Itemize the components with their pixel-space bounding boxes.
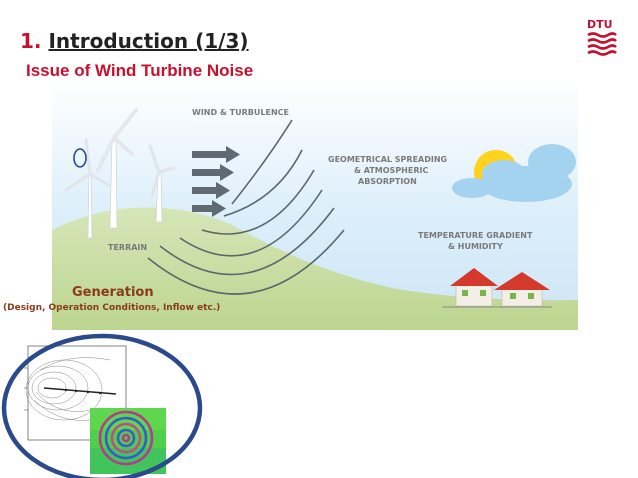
terrain-hill <box>52 207 578 330</box>
slide-number: 1. <box>20 29 42 53</box>
sound-waves <box>147 119 345 295</box>
acoustic-field-image <box>90 408 166 474</box>
label-terrain: TERRAIN <box>108 243 147 252</box>
simulation-highlight <box>1 333 203 478</box>
label-geometrical-spreading-2: & ATMOSPHERIC <box>354 166 428 175</box>
houses-icon <box>442 268 552 308</box>
blade-highlight <box>73 148 87 168</box>
cloud-icon <box>452 144 576 202</box>
label-temperature-gradient-1: TEMPERATURE GRADIENT <box>418 231 533 240</box>
wind-turbines <box>64 108 176 239</box>
highlight-circle <box>1 333 203 478</box>
logo-text: DTU <box>587 18 613 31</box>
slide-title: 1. Introduction (1/3) <box>20 29 249 53</box>
wind-arrows <box>192 146 240 217</box>
generation-title: Generation <box>72 285 154 300</box>
generation-subtitle: (Design, Operation Conditions, Inflow et… <box>3 303 221 313</box>
label-wind-turbulence: WIND & TURBULENCE <box>192 108 289 117</box>
label-geometrical-spreading-3: ABSORPTION <box>358 177 417 186</box>
label-geometrical-spreading-1: GEOMETRICAL SPREADING <box>328 155 447 164</box>
slide-subtitle: Issue of Wind Turbine Noise <box>26 61 254 80</box>
slide-title-text: Introduction (1/3) <box>48 29 249 53</box>
label-temperature-gradient-2: & HUMIDITY <box>448 242 503 251</box>
dtu-logo-icon: DTU <box>587 18 617 56</box>
wind-noise-illustration: WIND & TURBULENCE GEOMETRICAL SPREADING … <box>52 80 578 330</box>
